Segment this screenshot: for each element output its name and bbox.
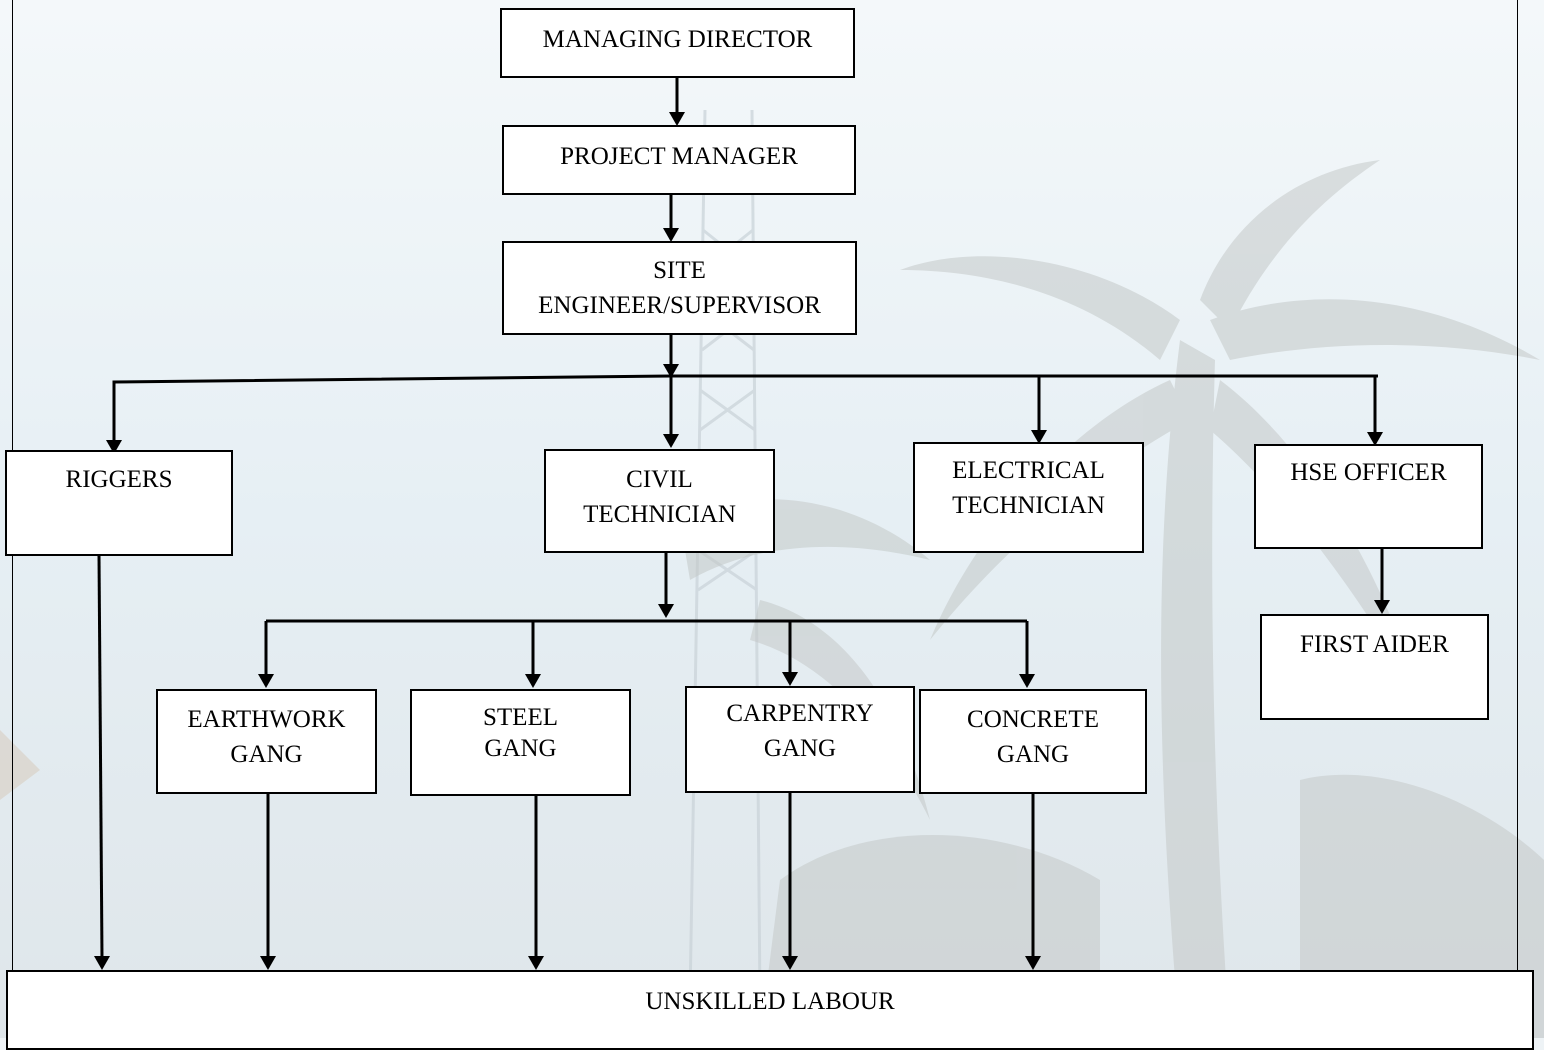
arrowhead: [106, 440, 122, 454]
page-border-right: [1517, 0, 1518, 1038]
rooftop-left: [0, 730, 40, 800]
box-project-manager: PROJECT MANAGER: [502, 125, 856, 195]
box-label-line1: CARPENTRY: [726, 700, 874, 727]
box-label: PROJECT MANAGER: [560, 143, 798, 170]
box-earthwork-gang: EARTHWORK GANG: [156, 689, 377, 794]
box-civil-technician: CIVIL TECHNICIAN: [544, 449, 775, 553]
box-label-line2: GANG: [484, 735, 557, 762]
box-label-line2: ENGINEER/SUPERVISOR: [538, 292, 821, 319]
box-label-line1: CIVIL: [626, 466, 693, 493]
box-managing-director: MANAGING DIRECTOR: [500, 8, 855, 78]
box-steel-gang: STEEL GANG: [410, 689, 631, 796]
arrowhead: [258, 674, 274, 688]
arrowhead: [1019, 674, 1035, 688]
box-riggers: RIGGERS: [5, 450, 233, 556]
arrowhead: [528, 956, 544, 970]
box-electrical-technician: ELECTRICAL TECHNICIAN: [913, 442, 1144, 553]
box-label-line2: TECHNICIAN: [952, 492, 1105, 519]
box-label: FIRST AIDER: [1300, 631, 1449, 658]
arrowhead: [94, 956, 110, 970]
arrowhead: [1367, 432, 1383, 446]
box-carpentry-gang: CARPENTRY GANG: [685, 686, 915, 793]
arrowhead: [782, 672, 798, 686]
arrowhead: [1025, 956, 1041, 970]
arrowhead: [663, 434, 679, 448]
box-label-line1: CONCRETE: [967, 706, 1099, 733]
box-site-engineer: SITE ENGINEER/SUPERVISOR: [502, 241, 857, 335]
box-unskilled-labour: UNSKILLED LABOUR: [6, 970, 1534, 1050]
box-hse-officer: HSE OFFICER: [1254, 444, 1483, 549]
arrowhead: [658, 604, 674, 618]
box-label: UNSKILLED LABOUR: [645, 988, 895, 1015]
arrowhead: [663, 228, 679, 242]
arrowhead: [525, 674, 541, 688]
arrowhead: [782, 956, 798, 970]
line-riggers-labour: [97, 554, 104, 959]
box-label-line2: TECHNICIAN: [583, 501, 736, 528]
box-label-line1: ELECTRICAL: [952, 457, 1105, 484]
arrowhead: [1031, 430, 1047, 444]
arrowhead: [669, 112, 685, 126]
box-concrete-gang: CONCRETE GANG: [919, 689, 1147, 794]
line-bus-left: [112, 374, 672, 440]
box-label-line1: EARTHWORK: [187, 706, 346, 733]
box-label-line2: GANG: [996, 741, 1070, 768]
box-label-line2: GANG: [230, 741, 303, 768]
box-label: HSE OFFICER: [1290, 459, 1447, 486]
box-label-line2: GANG: [763, 735, 837, 762]
box-label-line1: STEEL: [483, 704, 558, 731]
box-label-line1: SITE: [653, 257, 706, 284]
arrowhead: [260, 956, 276, 970]
box-label: MANAGING DIRECTOR: [542, 26, 813, 53]
arrowhead: [1374, 600, 1390, 614]
box-label: RIGGERS: [65, 466, 173, 493]
box-first-aider: FIRST AIDER: [1260, 614, 1489, 720]
arrowhead: [663, 364, 679, 378]
